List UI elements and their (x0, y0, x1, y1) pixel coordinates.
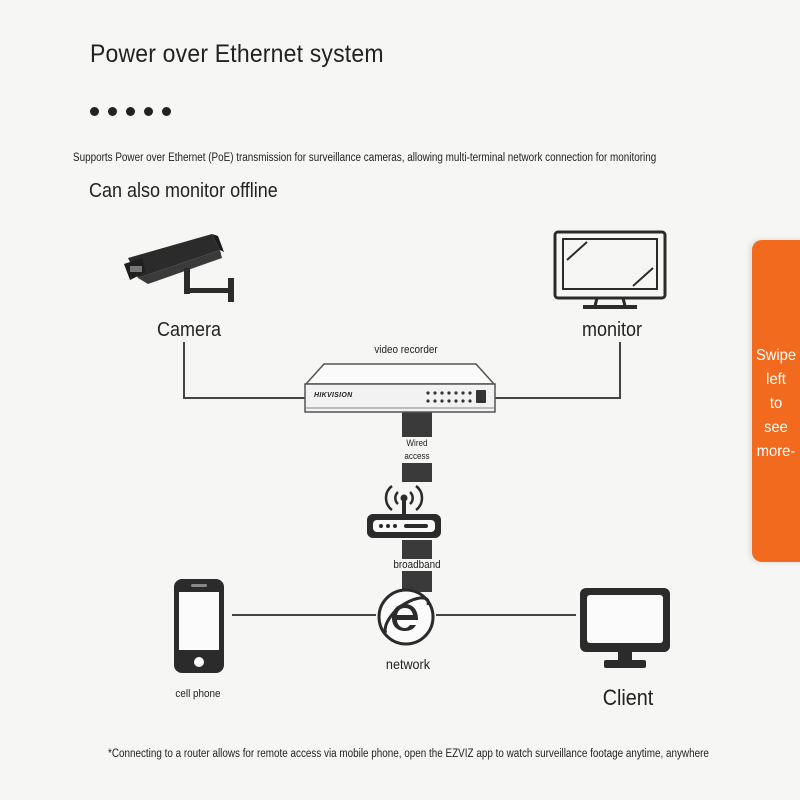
remote-access-footnote: *Connecting to a router allows for remot… (108, 748, 709, 760)
swipe-hint-tab[interactable]: Swipe left to see more- (752, 240, 800, 562)
desktop-client-icon (580, 588, 670, 668)
recorder-brand: HIKVISION (314, 392, 353, 399)
monitor-link-vertical (619, 342, 621, 399)
client-label: Client (602, 685, 654, 710)
dot (126, 107, 135, 116)
camera-label: Camera (156, 319, 222, 341)
video-recorder-label: video recorder (374, 344, 438, 356)
wired-access-label: Wired access (399, 437, 435, 463)
page-title: Power over Ethernet system (90, 40, 384, 68)
cell-phone-label: cell phone (175, 688, 221, 700)
monitor-icon (553, 230, 667, 309)
system-description: Supports Power over Ethernet (PoE) trans… (73, 152, 657, 164)
security-camera-icon (124, 234, 234, 302)
network-label: network (385, 656, 431, 672)
pagination-dots (90, 103, 180, 121)
nvr-icon (304, 363, 496, 413)
dot (108, 107, 117, 116)
offline-subtitle: Can also monitor offline (89, 180, 278, 202)
swipe-hint-text: Swipe left to see more- (755, 347, 797, 460)
phone-network-link (232, 614, 376, 616)
router-icon (367, 485, 441, 538)
smartphone-icon (174, 579, 224, 673)
internet-explorer-icon (377, 588, 435, 646)
dot (90, 107, 99, 116)
dot (162, 107, 171, 116)
broadband-label: broadband (388, 559, 446, 571)
monitor-link-horizontal (495, 397, 621, 399)
camera-link-horizontal (183, 397, 307, 399)
monitor-label: monitor (581, 319, 643, 341)
network-client-link (436, 614, 576, 616)
dot (144, 107, 153, 116)
camera-link-vertical (183, 342, 185, 399)
